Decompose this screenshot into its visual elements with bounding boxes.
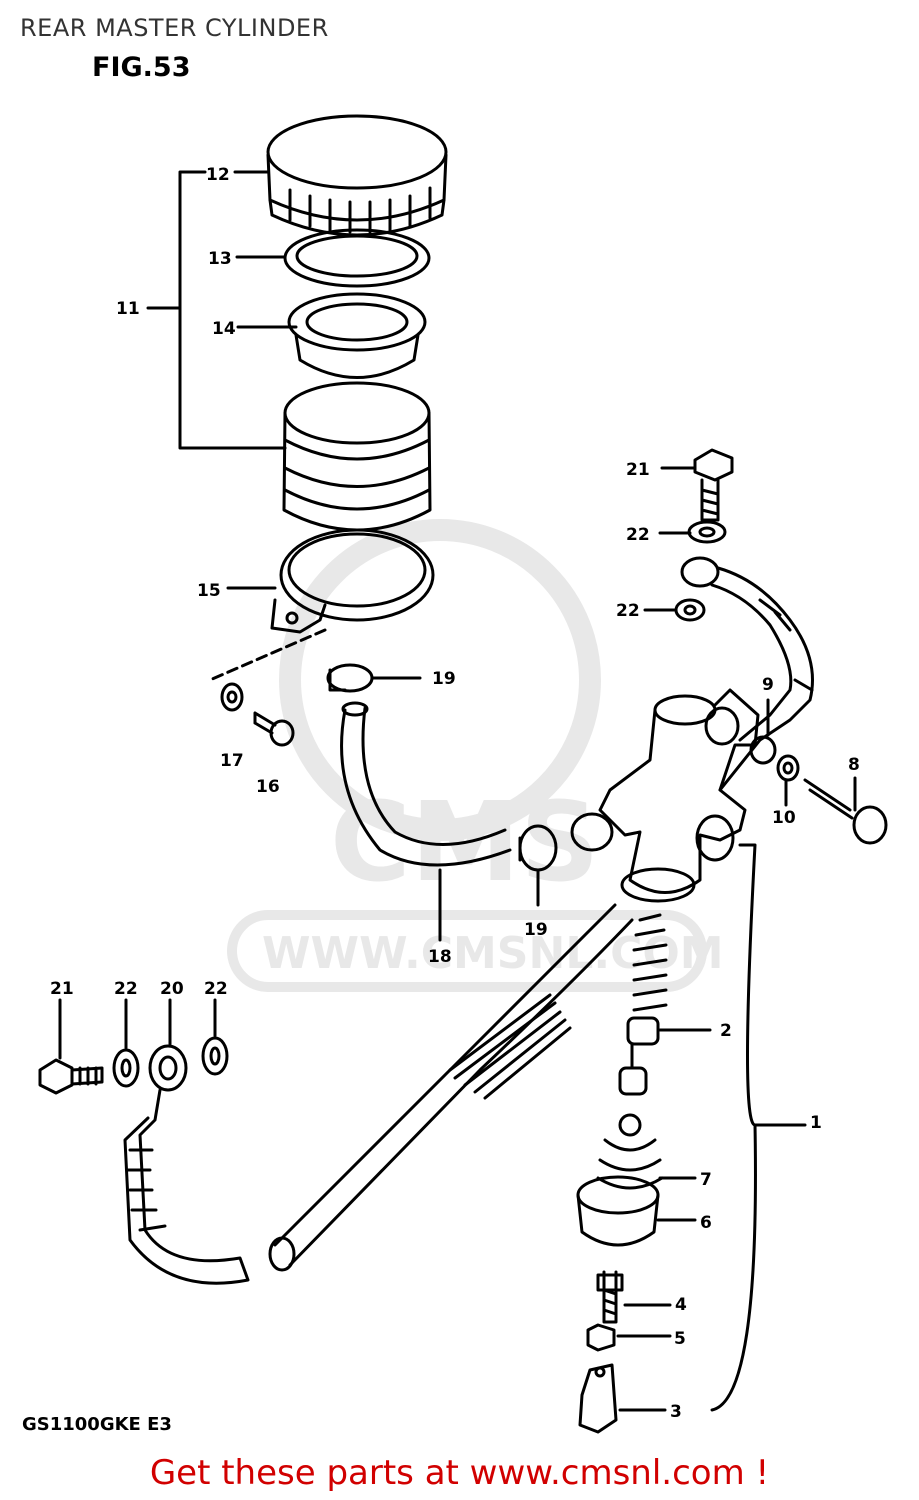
washer-10 xyxy=(776,754,800,782)
washer-22-top-a xyxy=(687,520,727,544)
leader-6-7 xyxy=(656,1176,697,1222)
callout-12: 12 xyxy=(206,165,230,185)
callout-7: 7 xyxy=(700,1170,712,1190)
banjo-bolt-21-bottom xyxy=(38,1058,104,1095)
figure-label: FIG.53 xyxy=(92,52,191,83)
callout-15: 15 xyxy=(197,581,221,601)
callout-9: 9 xyxy=(762,675,774,695)
washer-22-bottom-a xyxy=(112,1048,140,1088)
page-title: REAR MASTER CYLINDER xyxy=(20,14,329,42)
nut-5 xyxy=(586,1323,616,1352)
callout-22b: 22 xyxy=(616,601,640,621)
callout-3: 3 xyxy=(670,1402,682,1422)
callout-22c: 22 xyxy=(114,979,138,999)
callout-22a: 22 xyxy=(626,525,650,545)
footer-link[interactable]: Get these parts at www.cmsnl.com ! xyxy=(149,1453,770,1493)
screw-16 xyxy=(253,711,295,747)
banjo-bolt-21-top xyxy=(693,448,734,522)
callout-19b: 19 xyxy=(524,920,548,940)
push-rod-7 xyxy=(596,1113,664,1190)
callout-11: 11 xyxy=(116,299,140,319)
callout-13: 13 xyxy=(208,249,232,269)
hose-clamp-19b xyxy=(518,824,558,872)
footer-banner: Get these parts at www.cmsnl.com ! xyxy=(0,1453,919,1493)
callout-19a: 19 xyxy=(432,669,456,689)
watermark-url: WWW.CMSNL.COM xyxy=(262,928,724,979)
reservoir-body xyxy=(282,381,432,532)
leader-lines-right-top xyxy=(643,466,697,612)
spring-piston-2 xyxy=(618,913,668,1096)
washer-22-bottom-b xyxy=(201,1036,229,1076)
callout-21a: 21 xyxy=(626,460,650,480)
callout-21b: 21 xyxy=(50,979,74,999)
callout-16: 16 xyxy=(256,777,280,797)
reservoir-ring xyxy=(283,228,431,288)
group-bracket-11 xyxy=(146,170,287,450)
brake-hose-20 xyxy=(123,1044,250,1285)
leader-lines-bottom-left xyxy=(58,998,217,1060)
callout-6: 6 xyxy=(700,1213,712,1233)
reservoir-clamp xyxy=(270,528,435,634)
washer-22-top-b xyxy=(674,598,706,622)
reservoir-cap xyxy=(266,114,448,237)
callout-14: 14 xyxy=(212,319,236,339)
leader-lines-top xyxy=(226,170,298,590)
master-cylinder-body xyxy=(570,688,760,903)
callout-17: 17 xyxy=(220,751,244,771)
washer-9 xyxy=(749,735,777,765)
clamp-dash-line xyxy=(208,628,327,682)
banjo-hose-upper xyxy=(680,556,814,792)
clevis-3 xyxy=(578,1363,618,1434)
callout-22d: 22 xyxy=(204,979,228,999)
hose-clamp-19a xyxy=(326,663,374,693)
model-code: GS1100GKE E3 xyxy=(22,1414,172,1435)
reservoir-hose xyxy=(268,903,634,1272)
callout-18: 18 xyxy=(428,947,452,967)
callout-2: 2 xyxy=(720,1021,732,1041)
bolt-8 xyxy=(803,778,888,845)
hose-18 xyxy=(340,706,512,867)
boot-6 xyxy=(576,1175,660,1247)
callout-5: 5 xyxy=(674,1329,686,1349)
leader-3-4-5 xyxy=(616,1303,672,1412)
washer-17 xyxy=(220,682,244,712)
leader-lines-right-mid xyxy=(766,698,857,812)
reservoir-diaphragm xyxy=(287,292,427,379)
callout-1: 1 xyxy=(810,1113,822,1133)
callout-4: 4 xyxy=(675,1295,687,1315)
callout-8: 8 xyxy=(848,755,860,775)
group-bracket-1 xyxy=(710,843,807,1412)
callout-labels: 12 13 11 14 15 19 17 16 18 19 21 22 22 9… xyxy=(50,165,860,1422)
callout-10: 10 xyxy=(772,808,796,828)
callout-20: 20 xyxy=(160,979,184,999)
rod-4 xyxy=(596,1270,624,1324)
